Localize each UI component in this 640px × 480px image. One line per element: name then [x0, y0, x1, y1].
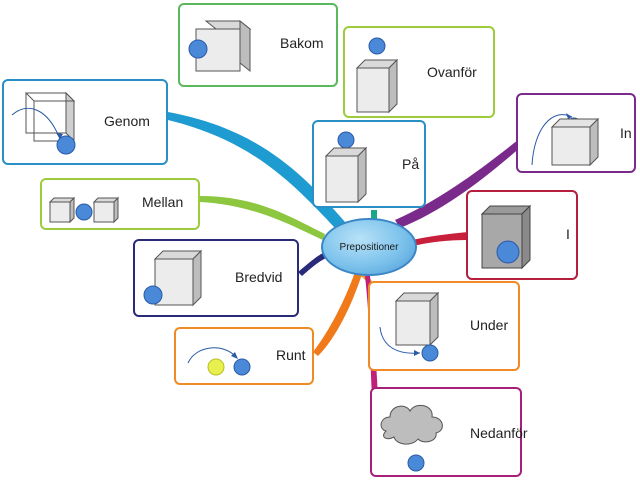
- card-label-nedanfor: Nedanför: [470, 425, 528, 441]
- ball-above-box-icon: [355, 37, 399, 114]
- card-pa: På: [312, 120, 426, 208]
- card-i: I: [466, 190, 578, 280]
- card-label-under: Under: [470, 317, 509, 333]
- branch-genom: [168, 112, 345, 228]
- card-label-ovanfor: Ovanför: [427, 64, 477, 80]
- branch-runt: [313, 272, 362, 356]
- ball-below-cloud-icon: [380, 404, 443, 472]
- card-label-bakom: Bakom: [280, 35, 324, 51]
- card-ovanfor: Ovanför: [343, 26, 495, 118]
- ball-under-box-icon: [379, 291, 440, 362]
- ball-between-boxes-icon: [48, 196, 120, 224]
- center-node: Prepositioner: [321, 218, 417, 276]
- card-nedanfor: Nedanför: [370, 387, 528, 477]
- ball-around-icon: [187, 347, 251, 376]
- card-mellan: Mellan: [40, 178, 200, 230]
- card-runt: Runt: [174, 327, 314, 385]
- card-genom: Genom: [2, 79, 168, 165]
- card-label-i: I: [566, 226, 570, 242]
- card-label-bredvid: Bredvid: [235, 269, 283, 285]
- ball-on-box-icon: [324, 131, 368, 204]
- box-behind-ball-icon: [188, 19, 252, 73]
- card-label-mellan: Mellan: [142, 194, 184, 210]
- branch-i: [412, 232, 468, 246]
- card-under: Under: [368, 281, 520, 371]
- ball-next-to-box-icon: [143, 249, 203, 307]
- ball-in-box-icon: [480, 204, 532, 270]
- card-label-in: In: [620, 125, 632, 141]
- card-bredvid: Bredvid: [133, 239, 299, 317]
- branch-bredvid: [298, 252, 326, 276]
- branch-in: [395, 140, 522, 228]
- ball-through-box-icon: [11, 91, 76, 155]
- card-in: In: [516, 93, 636, 173]
- card-label-runt: Runt: [276, 347, 306, 363]
- card-bakom: Bakom: [178, 3, 338, 87]
- card-label-pa: På: [402, 156, 420, 172]
- branch-pa: [371, 210, 377, 220]
- branch-mellan: [200, 196, 325, 240]
- ball-into-box-icon: [531, 113, 600, 167]
- card-label-genom: Genom: [104, 113, 150, 129]
- center-label: Prepositioner: [339, 241, 399, 253]
